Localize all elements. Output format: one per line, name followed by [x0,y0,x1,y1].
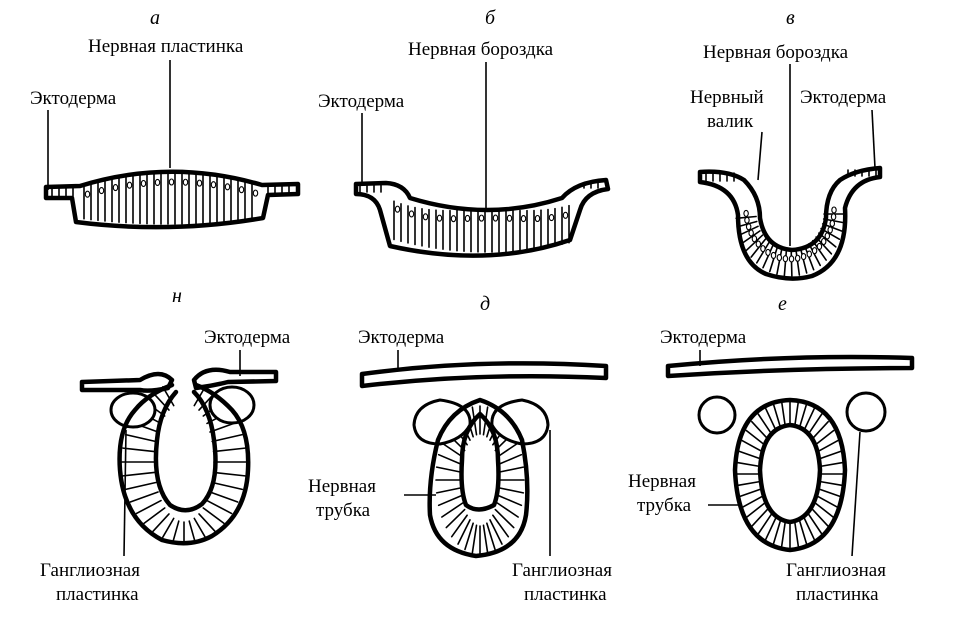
panel-d-letter: н [172,285,182,307]
panel-f-letter: е [778,293,787,315]
panel-e-tube-label-line1: Нервная [308,476,376,497]
panel-a: а Нервная пластинка Эктодерма [30,7,301,230]
panel-b-ectoderm-label: Эктодерма [318,91,405,112]
panel-f-ganglion-label-line1: Ганглиозная [786,560,886,581]
panel-c: в Нервная бороздка Нервный валик Эктодер… [690,7,887,281]
panel-a-neural-plate-label: Нервная пластинка [88,36,244,57]
panel-f-ectoderm [665,354,915,379]
panel-d-ganglion-label-line2: пластинка [56,584,139,605]
panel-d-ectoderm-right [191,367,279,391]
panel-b-cell-columns [359,182,599,253]
panel-e-ectoderm-label: Эктодерма [358,327,445,348]
panel-f-tube-label-line1: Нервная [628,471,696,492]
panel-d-tube-inner [153,389,218,513]
panel-b-neural-groove-label: Нервная бороздка [408,39,554,60]
panel-c-neural-fold-label-line2: валик [707,111,754,132]
panel-f-ganglion-label-line2: пластинка [796,584,879,605]
panel-d-tube-outer [117,382,251,546]
panel-c-neural-groove-label: Нервная бороздка [703,42,849,63]
panel-a-cell-columns [51,171,290,225]
panel-a-letter: а [150,7,160,29]
panel-d-ganglion-leader [123,429,127,557]
panel-e: д Эктодерма Нервная трубка Ганглиозная п… [308,293,612,605]
panel-e-ganglion-blobs [412,398,550,446]
panel-d-ganglion-blobs [109,385,256,429]
panel-e-tube-label-line2: трубка [316,500,371,521]
panel-f-tube-outer [732,397,848,553]
panel-e-ganglion-label-line1: Ганглиозная [512,560,612,581]
panel-c-neural-fold-leader [757,131,763,181]
panel-f-ganglion-left [697,395,737,435]
panel-e-ectoderm [359,361,609,389]
panel-c-ectoderm-label: Эктодерма [800,87,887,108]
panel-f-tube-label-line2: трубка [637,495,692,516]
panel-f-tube-inner [757,422,823,525]
panel-f: е Эктодерма Нервная трубка Ганглиозная п… [628,293,915,605]
panel-c-cell-columns [705,169,877,277]
panel-b-groove-outline [353,177,611,258]
panel-f-cell-columns [735,399,845,549]
panel-c-groove-outline [697,165,883,281]
panel-f-ganglion-right [845,391,887,433]
panel-c-ectoderm-leader [871,109,876,169]
panel-e-letter: д [480,293,490,315]
panel-b-letter: б [485,7,496,29]
panel-d: н Эктодерма Ганглиозная пластинка [40,285,291,605]
panel-f-ectoderm-label: Эктодерма [660,327,747,348]
panel-d-ganglion-label-line1: Ганглиозная [40,560,140,581]
panel-b: б Нервная бороздка Эктодерма [318,7,611,258]
panel-a-plate-outline [43,169,301,230]
panel-d-ectoderm-left [79,371,175,393]
panel-a-ectoderm-label: Эктодерма [30,88,117,109]
panel-e-tube-outer [427,397,530,559]
panel-f-ganglion-leader [851,431,861,557]
panel-d-ectoderm-label: Эктодерма [204,327,291,348]
panel-e-tube-inner [459,411,501,512]
panel-c-letter: в [786,7,795,29]
panel-c-neural-fold-label-line1: Нервный [690,87,764,108]
panel-e-ganglion-label-line2: пластинка [524,584,607,605]
